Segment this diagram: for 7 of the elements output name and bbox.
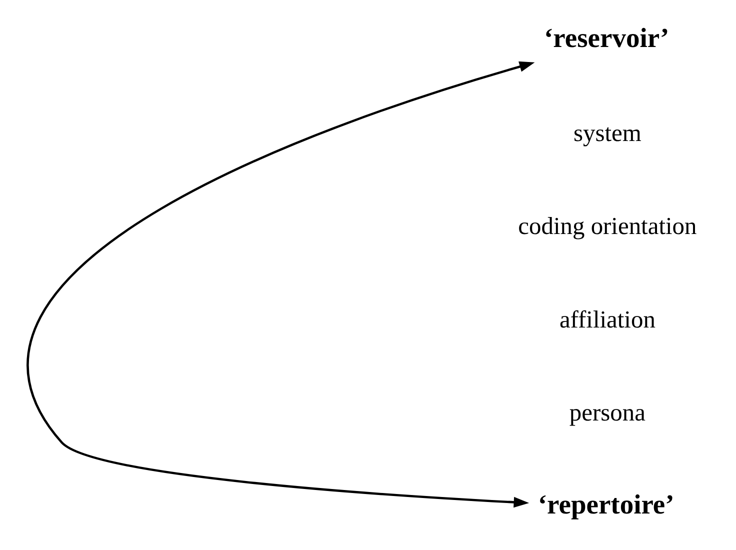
arrow: [27, 61, 534, 508]
label: affiliation: [558, 306, 655, 334]
label: coding orientation: [518, 213, 696, 240]
node-text: ‘reservoir’: [544, 22, 669, 54]
node-text: ‘repertoire’: [537, 488, 674, 520]
label: system: [572, 120, 641, 147]
label: persona: [568, 400, 645, 427]
